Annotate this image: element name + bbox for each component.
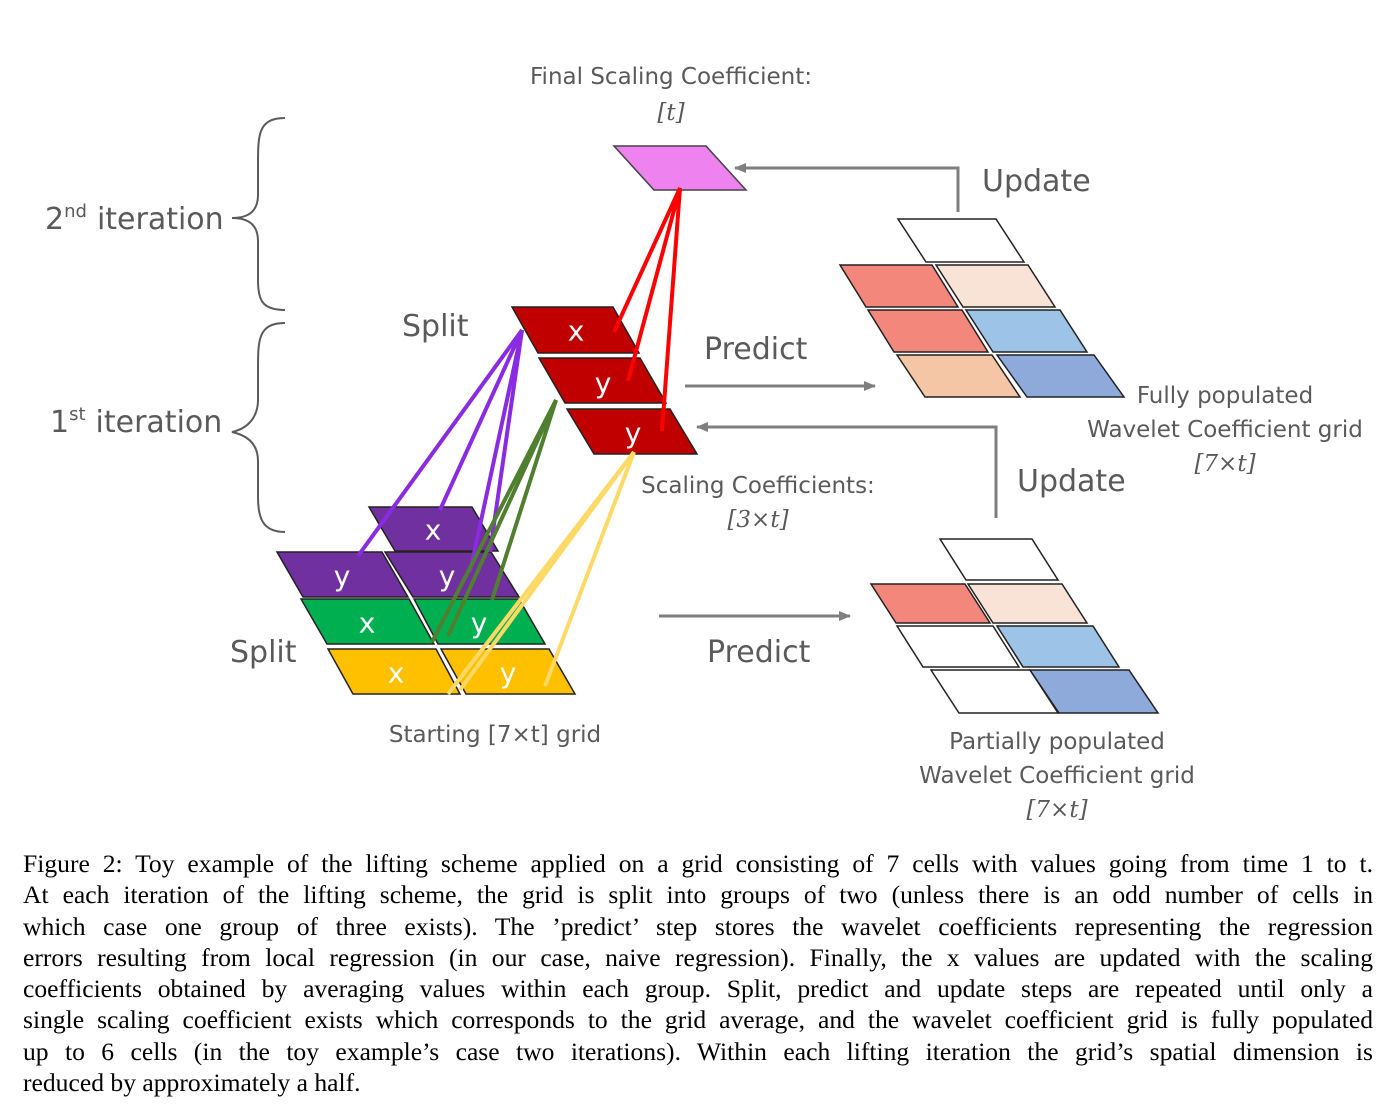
start-cell-yellow-y-label: y xyxy=(500,657,517,690)
start-cell-purple-x xyxy=(367,506,500,552)
yellow-connector-lines xyxy=(446,450,636,696)
predict-label-top: Predict xyxy=(704,332,808,367)
caption-line: which case one group of three exists). T… xyxy=(23,911,1373,941)
iteration-1-brace xyxy=(231,322,286,533)
caption-line: single scaling coefficient exists which … xyxy=(23,1005,1373,1035)
caption-line: up to 6 cells (in the toy example’s case… xyxy=(23,1036,1373,1066)
iteration-2-brace xyxy=(231,117,286,311)
update-label-bottom: Update xyxy=(1017,464,1126,499)
caption-line: coefficients obtained by averaging value… xyxy=(23,974,1373,1004)
partial-grid-label-1: Partially populated xyxy=(949,729,1165,755)
mid-cell-y2-label: y xyxy=(625,417,642,450)
partial-grid-cell-r3-right xyxy=(1028,669,1160,714)
update-arrow-bottom xyxy=(696,422,998,518)
scaling-coeff-dim: [3×t] xyxy=(727,507,788,533)
mid-cell-x-label: x xyxy=(568,315,585,348)
full-grid-cell-top xyxy=(896,218,1026,263)
start-cell-yellow-x-label: x xyxy=(388,657,405,690)
full-grid-label-1: Fully populated xyxy=(1137,383,1313,409)
start-cell-purple-x-label: x xyxy=(425,514,442,547)
predict-label-bottom: Predict xyxy=(707,635,811,670)
start-cell-purple-y2 xyxy=(383,551,521,598)
full-wavelet-grid xyxy=(838,218,1126,398)
partial-grid-cell-r1-left xyxy=(869,583,992,624)
start-cell-purple-y1-label: y xyxy=(334,560,351,593)
final-scaling-dim: [t] xyxy=(657,100,684,126)
caption-line: Figure 2: Toy example of the lifting sch… xyxy=(23,849,1373,878)
full-grid-cell-r1-left xyxy=(838,264,960,308)
start-cell-green-y-label: y xyxy=(471,607,488,640)
green-connector-lines xyxy=(430,399,558,643)
full-grid-cell-r1-right xyxy=(934,264,1057,308)
split-label-top: Split xyxy=(402,309,469,344)
start-cell-green-x xyxy=(299,598,436,645)
mid-cell-y1-label: y xyxy=(595,367,612,400)
caption-line: At each iteration of the lifting scheme,… xyxy=(23,880,1373,910)
red-connector-lines xyxy=(612,187,682,432)
full-grid-cell-r3-right xyxy=(995,354,1126,398)
caption-line: errors resulting from local regression (… xyxy=(23,942,1373,972)
mid-cell-x xyxy=(510,306,641,354)
start-cell-purple-y2-label: y xyxy=(439,560,456,593)
partial-grid-cell-r2-right xyxy=(995,625,1121,668)
start-cell-green-x-label: x xyxy=(359,607,376,640)
update-arrow-top xyxy=(734,163,960,212)
full-grid-cell-r2-left xyxy=(866,309,990,353)
full-grid-cell-r3-left xyxy=(895,354,1022,398)
partial-grid-cell-top xyxy=(938,538,1060,581)
partial-wavelet-grid xyxy=(869,538,1160,714)
final-scaling-cell xyxy=(612,145,748,191)
start-cell-purple-y1 xyxy=(275,551,410,598)
figure-caption: Figure 2: Toy example of the lifting sch… xyxy=(23,848,1373,1098)
partial-grid-cell-r3-left xyxy=(929,669,1060,714)
starting-grid-label: Starting [7×t] grid xyxy=(389,722,601,748)
final-scaling-title: Final Scaling Coefficient: xyxy=(530,64,812,90)
scaling-coeff-title: Scaling Coefficients: xyxy=(641,473,875,499)
partial-grid-cell-r2-left xyxy=(895,625,1021,668)
full-grid-dim: [7×t] xyxy=(1194,451,1255,477)
full-grid-cell-r2-right xyxy=(964,309,1089,353)
update-label-top: Update xyxy=(982,164,1091,199)
partial-grid-dim: [7×t] xyxy=(1026,797,1087,823)
partial-grid-label-2: Wavelet Coefficient grid xyxy=(919,763,1195,789)
split-label-bottom: Split xyxy=(230,635,297,670)
full-grid-label-2: Wavelet Coefficient grid xyxy=(1087,417,1363,443)
start-cell-yellow-x xyxy=(326,648,462,695)
caption-line: reduced by approximately a half. xyxy=(23,1068,361,1098)
partial-grid-cell-r1-right xyxy=(966,583,1089,624)
